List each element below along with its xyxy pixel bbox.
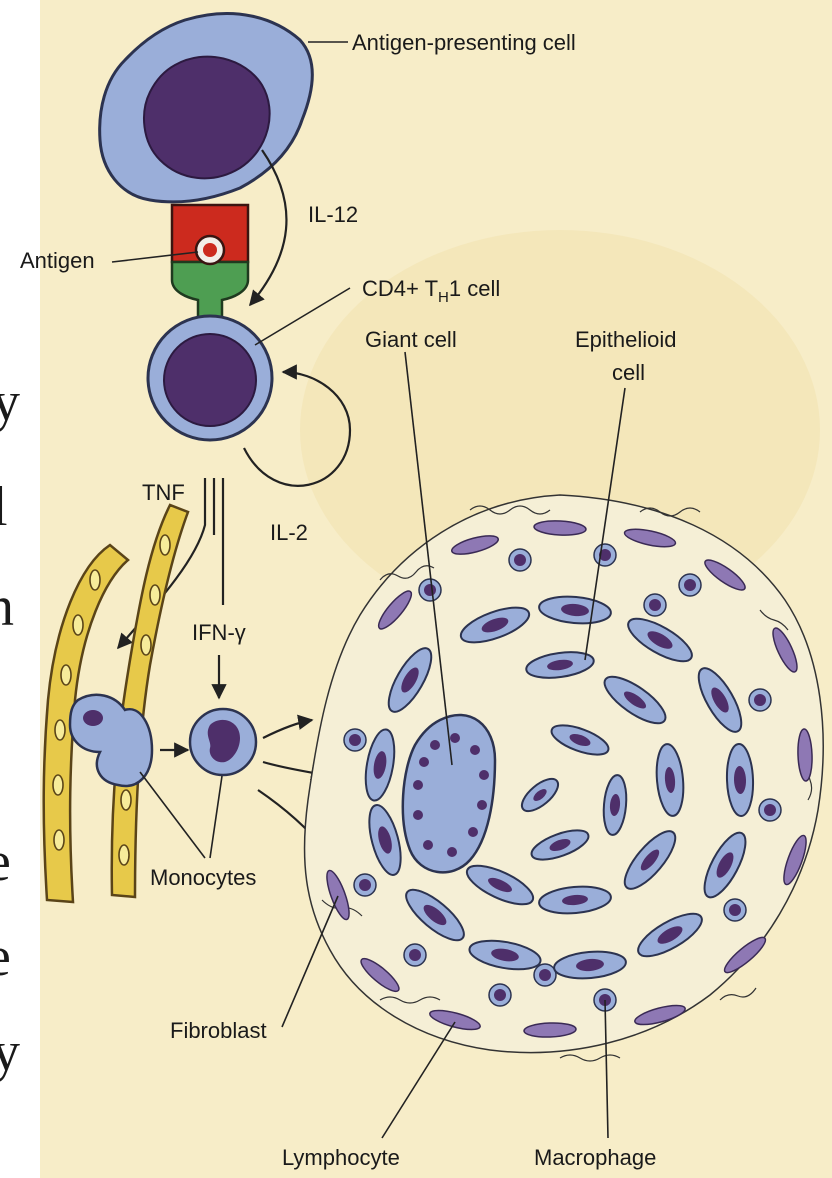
endothelial-nucleus xyxy=(55,720,65,740)
giant-cell-nucleus xyxy=(470,745,480,755)
endothelial-nucleus xyxy=(61,665,71,685)
cd4-label-prefix: CD4+ T xyxy=(362,276,438,301)
lymphocyte xyxy=(679,574,701,596)
lymphocyte xyxy=(354,874,376,896)
edge-letter: e xyxy=(0,831,11,893)
lymphocyte xyxy=(724,899,746,921)
fibroblast-label: Fibroblast xyxy=(170,1018,267,1043)
edge-letter: e xyxy=(0,926,11,988)
antigen-label: Antigen xyxy=(20,248,95,273)
lymphocyte xyxy=(534,964,556,986)
lymphocyte xyxy=(419,579,441,601)
lymphocyte xyxy=(344,729,366,751)
endothelial-nucleus xyxy=(160,535,170,555)
edge-letter: n xyxy=(0,576,14,638)
lymphocyte xyxy=(749,689,771,711)
antigen-core xyxy=(203,243,217,257)
lymphocyte-label: Lymphocyte xyxy=(282,1145,400,1170)
apc-label: Antigen-presenting cell xyxy=(352,30,576,55)
il12-label: IL-12 xyxy=(308,202,358,227)
epithelioid-label-line2: cell xyxy=(612,360,645,385)
monocytes-label: Monocytes xyxy=(150,865,256,890)
endothelial-nucleus xyxy=(150,585,160,605)
endothelial-nucleus xyxy=(53,775,63,795)
cd4-label-suffix: 1 cell xyxy=(449,276,500,301)
giant-cell-nucleus xyxy=(468,827,478,837)
cd4-th1-cell xyxy=(148,316,272,440)
endothelial-nucleus xyxy=(54,830,64,850)
monocyte-nucleus-small xyxy=(83,710,103,726)
giant-cell-label: Giant cell xyxy=(365,327,457,352)
giant-cell-nucleus xyxy=(423,840,433,850)
il2-label: IL-2 xyxy=(270,520,308,545)
lymphocyte xyxy=(404,944,426,966)
tnf-label: TNF xyxy=(142,480,185,505)
lymphocyte xyxy=(489,984,511,1006)
endothelial-nucleus xyxy=(141,635,151,655)
giant-cell-nucleus xyxy=(447,847,457,857)
edge-letter: y xyxy=(0,371,20,433)
giant-cell-nucleus xyxy=(419,757,429,767)
lymphocyte xyxy=(509,549,531,571)
lymphocyte xyxy=(759,799,781,821)
giant-cell-nucleus xyxy=(477,800,487,810)
giant-cell-nucleus xyxy=(479,770,489,780)
cd4-label-subscript: H xyxy=(438,289,449,306)
lymphocyte xyxy=(594,544,616,566)
ifn-gamma-label: IFN-γ xyxy=(192,620,246,645)
lymphocyte xyxy=(644,594,666,616)
endothelial-nucleus xyxy=(119,845,129,865)
th1-nucleus xyxy=(164,334,256,426)
endothelial-nucleus xyxy=(121,790,131,810)
endothelial-nucleus xyxy=(73,615,83,635)
apc-nucleus xyxy=(144,57,270,179)
giant-cell-nucleus xyxy=(413,780,423,790)
macrophage-label: Macrophage xyxy=(534,1145,656,1170)
giant-cell-nucleus xyxy=(450,733,460,743)
giant-cell-nucleus xyxy=(413,810,423,820)
edge-letter: y xyxy=(0,1021,20,1083)
giant-cell-nucleus xyxy=(430,740,440,750)
endothelial-nucleus xyxy=(90,570,100,590)
epithelioid-label-line1: Epithelioid xyxy=(575,327,677,352)
edge-letter: l xyxy=(0,476,8,538)
